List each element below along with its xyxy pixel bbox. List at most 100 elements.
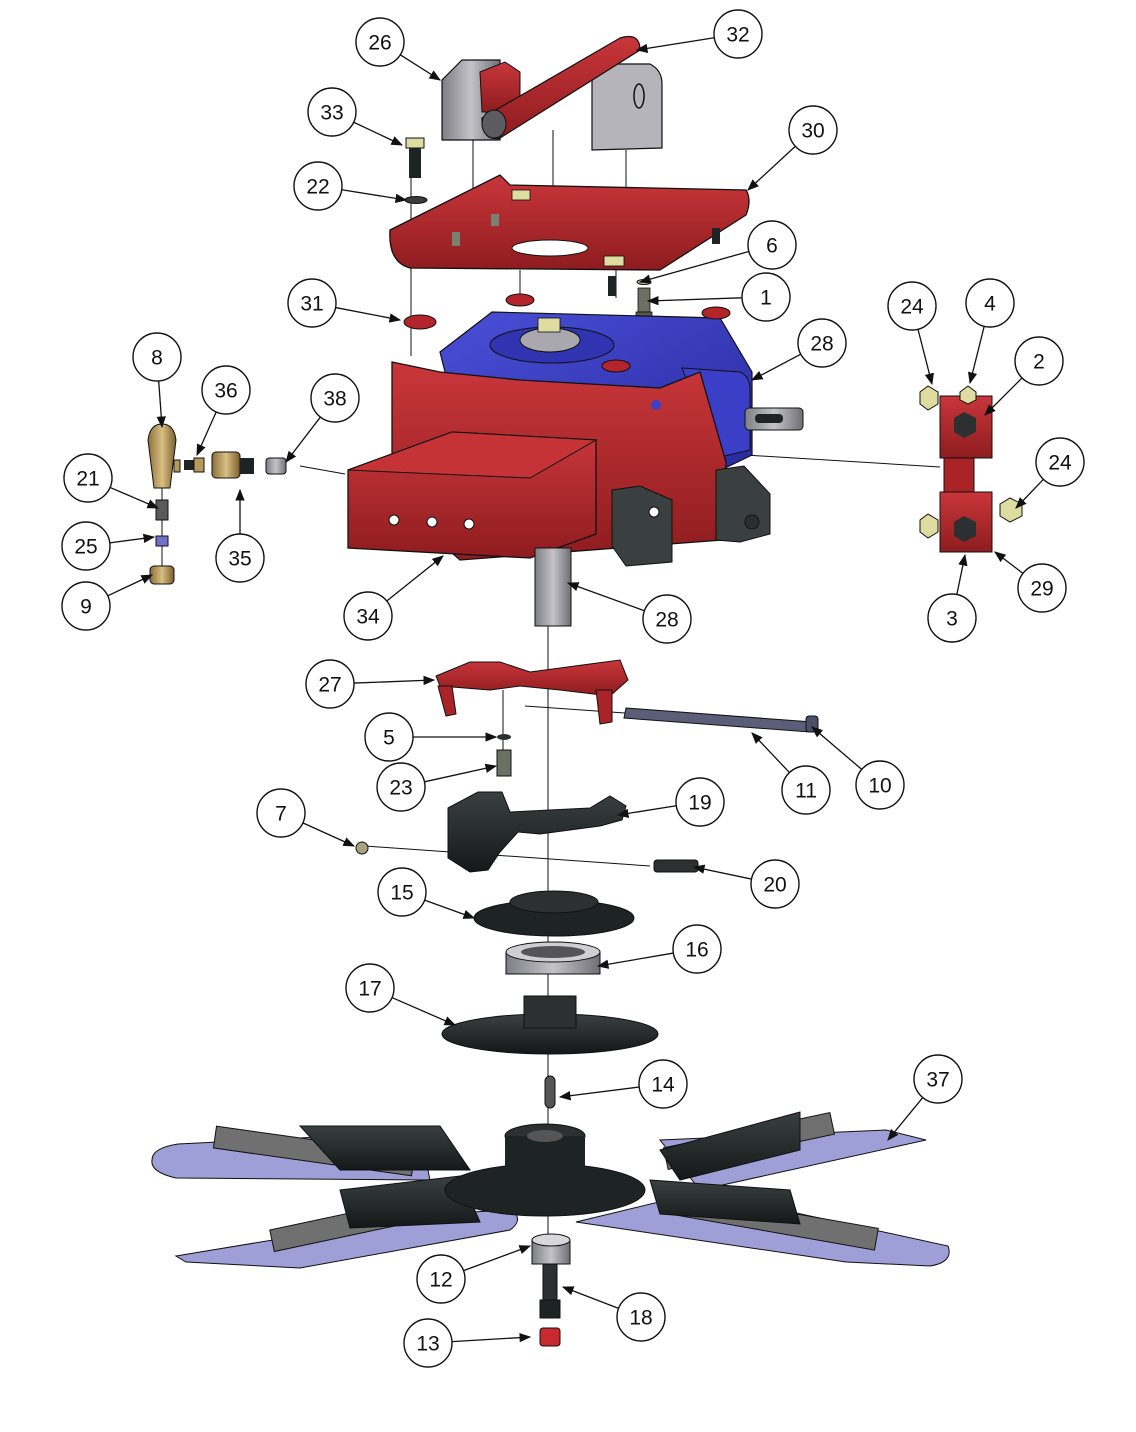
callout-32: 32: [635, 9, 763, 59]
leader-line: [341, 189, 408, 203]
part-fitting-35: [211, 451, 254, 479]
callout-number: 7: [275, 803, 287, 826]
callout-27: 27: [305, 659, 436, 709]
leader-line: [424, 899, 476, 919]
callout-bubble: [913, 1054, 963, 1104]
callout-bubble: [887, 281, 937, 331]
part-bolt-18: [539, 1263, 561, 1319]
callout-bubble: [750, 859, 800, 909]
part-fitting-38: [265, 457, 287, 475]
callout-number: 21: [76, 468, 99, 491]
callout-number: 20: [763, 874, 786, 897]
leader-line: [692, 864, 752, 880]
callout-number: 15: [390, 882, 413, 905]
callout-number: 35: [228, 548, 251, 571]
callout-bubble: [797, 318, 847, 368]
leader-line: [196, 411, 217, 457]
callout-number: 32: [726, 24, 749, 47]
callout-number: 13: [416, 1333, 439, 1356]
callout-bubble: [61, 521, 111, 571]
callout-bubble: [781, 765, 831, 815]
part-bearing-16: [505, 941, 601, 975]
callout-number: 23: [389, 777, 412, 800]
leader-line: [451, 1332, 532, 1343]
leader-line: [917, 329, 934, 386]
callout-number: 5: [383, 727, 395, 750]
part-nut-7: [355, 841, 369, 855]
leader-line: [156, 380, 166, 429]
callout-number: 1: [760, 287, 772, 310]
leader-line: [561, 1286, 619, 1309]
part-mount-plate-27: [435, 659, 629, 725]
callout-36: 36: [196, 365, 251, 457]
callout-bubble: [642, 594, 692, 644]
callout-bubble: [310, 373, 360, 423]
callout-26: 26: [355, 17, 441, 81]
callout-35: 35: [215, 488, 265, 583]
callout-number: 3: [946, 608, 958, 631]
callout-9: 9: [61, 574, 154, 631]
callout-bubble: [63, 453, 113, 503]
leader-line: [811, 726, 863, 770]
callout-bubble: [132, 332, 182, 382]
callout-6: 6: [638, 220, 797, 284]
callout-bubble: [672, 924, 722, 974]
callout-number: 26: [368, 32, 391, 55]
callout-bubble: [307, 87, 357, 137]
callout-bubble: [747, 220, 797, 270]
leader-line: [887, 1097, 924, 1141]
leader-line: [386, 555, 444, 602]
part-fitting-36: [184, 457, 205, 473]
leader-line: [463, 1245, 532, 1272]
leader-line: [638, 250, 750, 284]
callout-33: 33: [307, 87, 404, 146]
callout-number: 24: [900, 296, 924, 319]
part-bolt-33: [405, 137, 425, 178]
leader-line: [399, 54, 441, 81]
callout-number: 30: [801, 120, 824, 143]
callout-22: 22: [293, 161, 408, 211]
callout-4: 4: [965, 278, 1015, 385]
callout-bubble: [713, 9, 763, 59]
leader-line: [1015, 478, 1044, 509]
part-rotor-37: [151, 1111, 950, 1269]
part-washer-5: [497, 734, 511, 740]
callout-25: 25: [61, 521, 156, 571]
leader-line: [751, 732, 790, 774]
callout-28: 28: [750, 318, 847, 381]
leader-line: [109, 486, 160, 509]
callout-bubble: [788, 105, 838, 155]
leader-line: [353, 675, 436, 686]
part-fitting-8: [147, 423, 181, 489]
part-shaft-28: [534, 547, 572, 627]
callout-34: 34: [343, 555, 444, 641]
callout-30: 30: [747, 105, 838, 191]
callout-18: 18: [561, 1286, 666, 1342]
callout-bubble: [416, 1254, 466, 1304]
part-cap-10: [805, 715, 819, 733]
callout-bubble: [364, 712, 414, 762]
part-nut-13: [539, 1327, 561, 1347]
callout-bubble: [345, 963, 395, 1013]
callout-17: 17: [345, 963, 457, 1026]
callout-number: 37: [926, 1069, 949, 1092]
part-dish-17: [441, 995, 659, 1055]
leader-line: [302, 822, 356, 847]
part-pin-20: [653, 859, 699, 873]
callout-10: 10: [811, 726, 905, 810]
callout-13: 13: [403, 1318, 532, 1368]
callout-21: 21: [63, 453, 160, 509]
leader-line: [391, 996, 457, 1026]
leader-line: [646, 295, 743, 306]
part-pin-14: [544, 1075, 556, 1109]
leader-line: [968, 326, 985, 385]
leader-line: [635, 37, 715, 53]
callout-bubble: [741, 272, 791, 322]
callout-bubble: [675, 777, 725, 827]
leader-line: [566, 582, 645, 612]
leader-line: [984, 377, 1023, 416]
leader-line: [285, 416, 321, 463]
callout-bubble: [616, 1292, 666, 1342]
part-bolt-23: [496, 749, 512, 777]
callout-number: 8: [151, 347, 163, 370]
